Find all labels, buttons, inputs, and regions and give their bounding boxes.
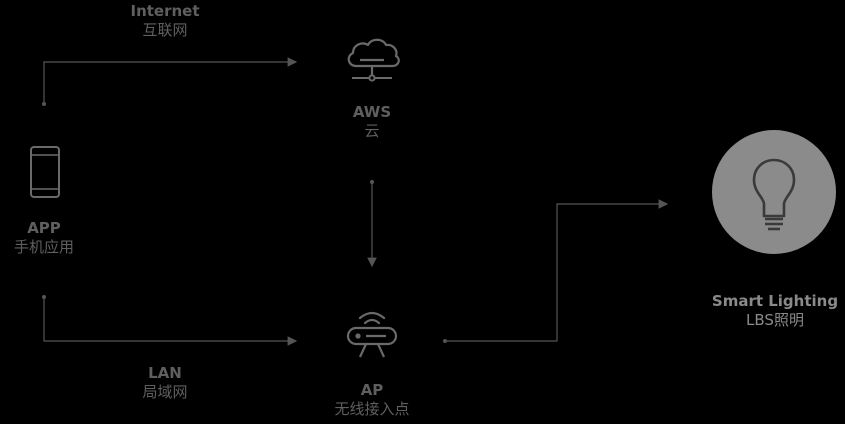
- node-label-app: APP 手机应用: [0, 219, 94, 257]
- node-label-app-zh: 手机应用: [13, 237, 74, 256]
- edge-label-internet-zh: 互联网: [142, 20, 188, 39]
- connector-aws-to-ap: [367, 180, 377, 268]
- node-label-light-en: Smart Lighting: [711, 292, 839, 310]
- node-label-light: Smart Lighting LBS照明: [700, 292, 845, 330]
- edge-label-internet-en: Internet: [130, 2, 200, 20]
- connector-app-to-aws: [42, 57, 298, 106]
- lightbulb-icon: [710, 128, 838, 256]
- node-label-ap-zh: 无线接入点: [334, 399, 410, 418]
- wifi-router-icon: [342, 306, 402, 360]
- connector-app-to-ap: [42, 295, 298, 346]
- edge-label-internet: Internet 互联网: [105, 2, 225, 40]
- edge-label-lan-en: LAN: [148, 364, 182, 382]
- edge-label-lan: LAN 局域网: [105, 364, 225, 402]
- node-label-app-en: APP: [27, 219, 61, 237]
- node-label-ap-en: AP: [360, 381, 384, 399]
- node-label-aws: AWS 云: [322, 103, 422, 141]
- node-label-aws-en: AWS: [352, 103, 392, 121]
- connector-ap-to-light: [443, 199, 669, 343]
- smartphone-icon: [28, 144, 62, 200]
- node-label-ap: AP 无线接入点: [312, 381, 432, 419]
- node-label-light-zh: LBS照明: [746, 310, 804, 329]
- cloud-network-icon: [342, 36, 402, 90]
- edge-label-lan-zh: 局域网: [142, 382, 188, 401]
- node-label-aws-zh: 云: [364, 121, 380, 140]
